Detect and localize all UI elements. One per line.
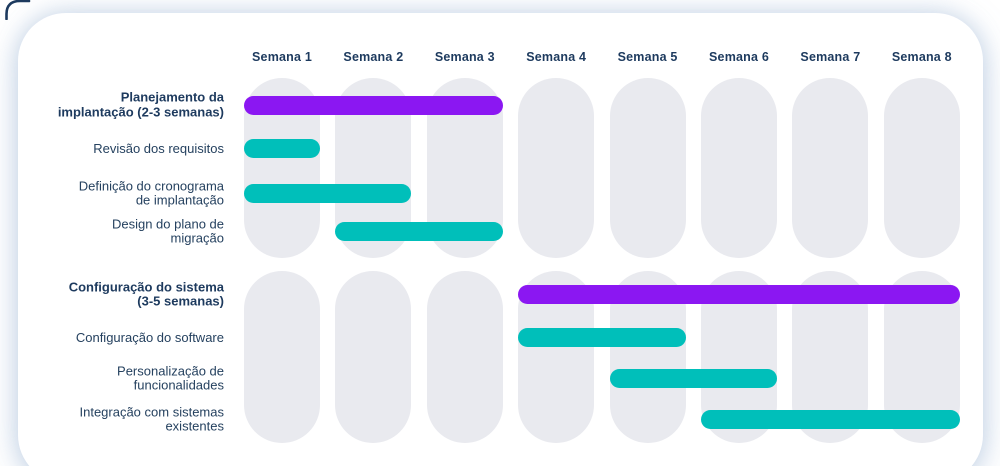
week-column-pill — [244, 271, 320, 443]
week-header: Semana 2 — [343, 50, 404, 64]
task-bar — [609, 369, 777, 388]
task-label-line: (3-5 semanas) — [137, 293, 224, 309]
task-label-line: Planejamento da — [120, 89, 224, 105]
week-column-pill — [335, 271, 412, 443]
task-bar — [244, 95, 503, 115]
task-label: Configuração do software — [28, 330, 224, 345]
week-header: Semana 6 — [709, 50, 769, 64]
task-label-line: Configuração do sistema — [68, 279, 224, 294]
task-label-line: de implantação — [135, 192, 224, 208]
week-column-pill — [518, 78, 595, 258]
task-bar — [518, 285, 960, 304]
task-label-line: Personalização de — [117, 363, 224, 378]
corner-arc-decoration — [5, 0, 31, 20]
task-label-line: Design do plano de — [111, 216, 224, 231]
task-label-line: Definição do cronograma — [78, 178, 224, 193]
week-column-pill — [426, 271, 503, 443]
task-label-line: implantação (2-3 semanas) — [57, 104, 224, 119]
task-bar — [701, 410, 960, 429]
task-label: Revisão dos requisitos — [28, 141, 224, 156]
task-bar — [244, 184, 412, 203]
task-label-line: Configuração do software — [75, 329, 224, 345]
week-header: Semana 3 — [434, 50, 495, 64]
task-label-line: existentes — [165, 418, 224, 434]
week-column-pill — [792, 78, 869, 258]
task-label-line: funcionalidades — [133, 377, 224, 393]
task-label-line: migração — [170, 230, 224, 246]
week-header: Semana 7 — [800, 50, 861, 64]
week-header: Semana 1 — [252, 50, 312, 64]
task-bar — [335, 222, 503, 241]
task-label-line: Integração com sistemas — [79, 404, 224, 419]
task-label-line: Revisão dos requisitos — [93, 140, 224, 156]
week-column-pill — [609, 78, 686, 258]
week-header: Semana 8 — [891, 50, 952, 64]
week-column-pill — [701, 78, 777, 258]
week-column-pill — [883, 78, 960, 258]
task-bar — [244, 139, 320, 158]
task-group-label: Configuração do sistema(3-5 semanas) — [28, 279, 224, 309]
task-bar — [518, 328, 686, 347]
week-header: Semana 4 — [526, 50, 587, 64]
week-header: Semana 5 — [617, 50, 678, 64]
